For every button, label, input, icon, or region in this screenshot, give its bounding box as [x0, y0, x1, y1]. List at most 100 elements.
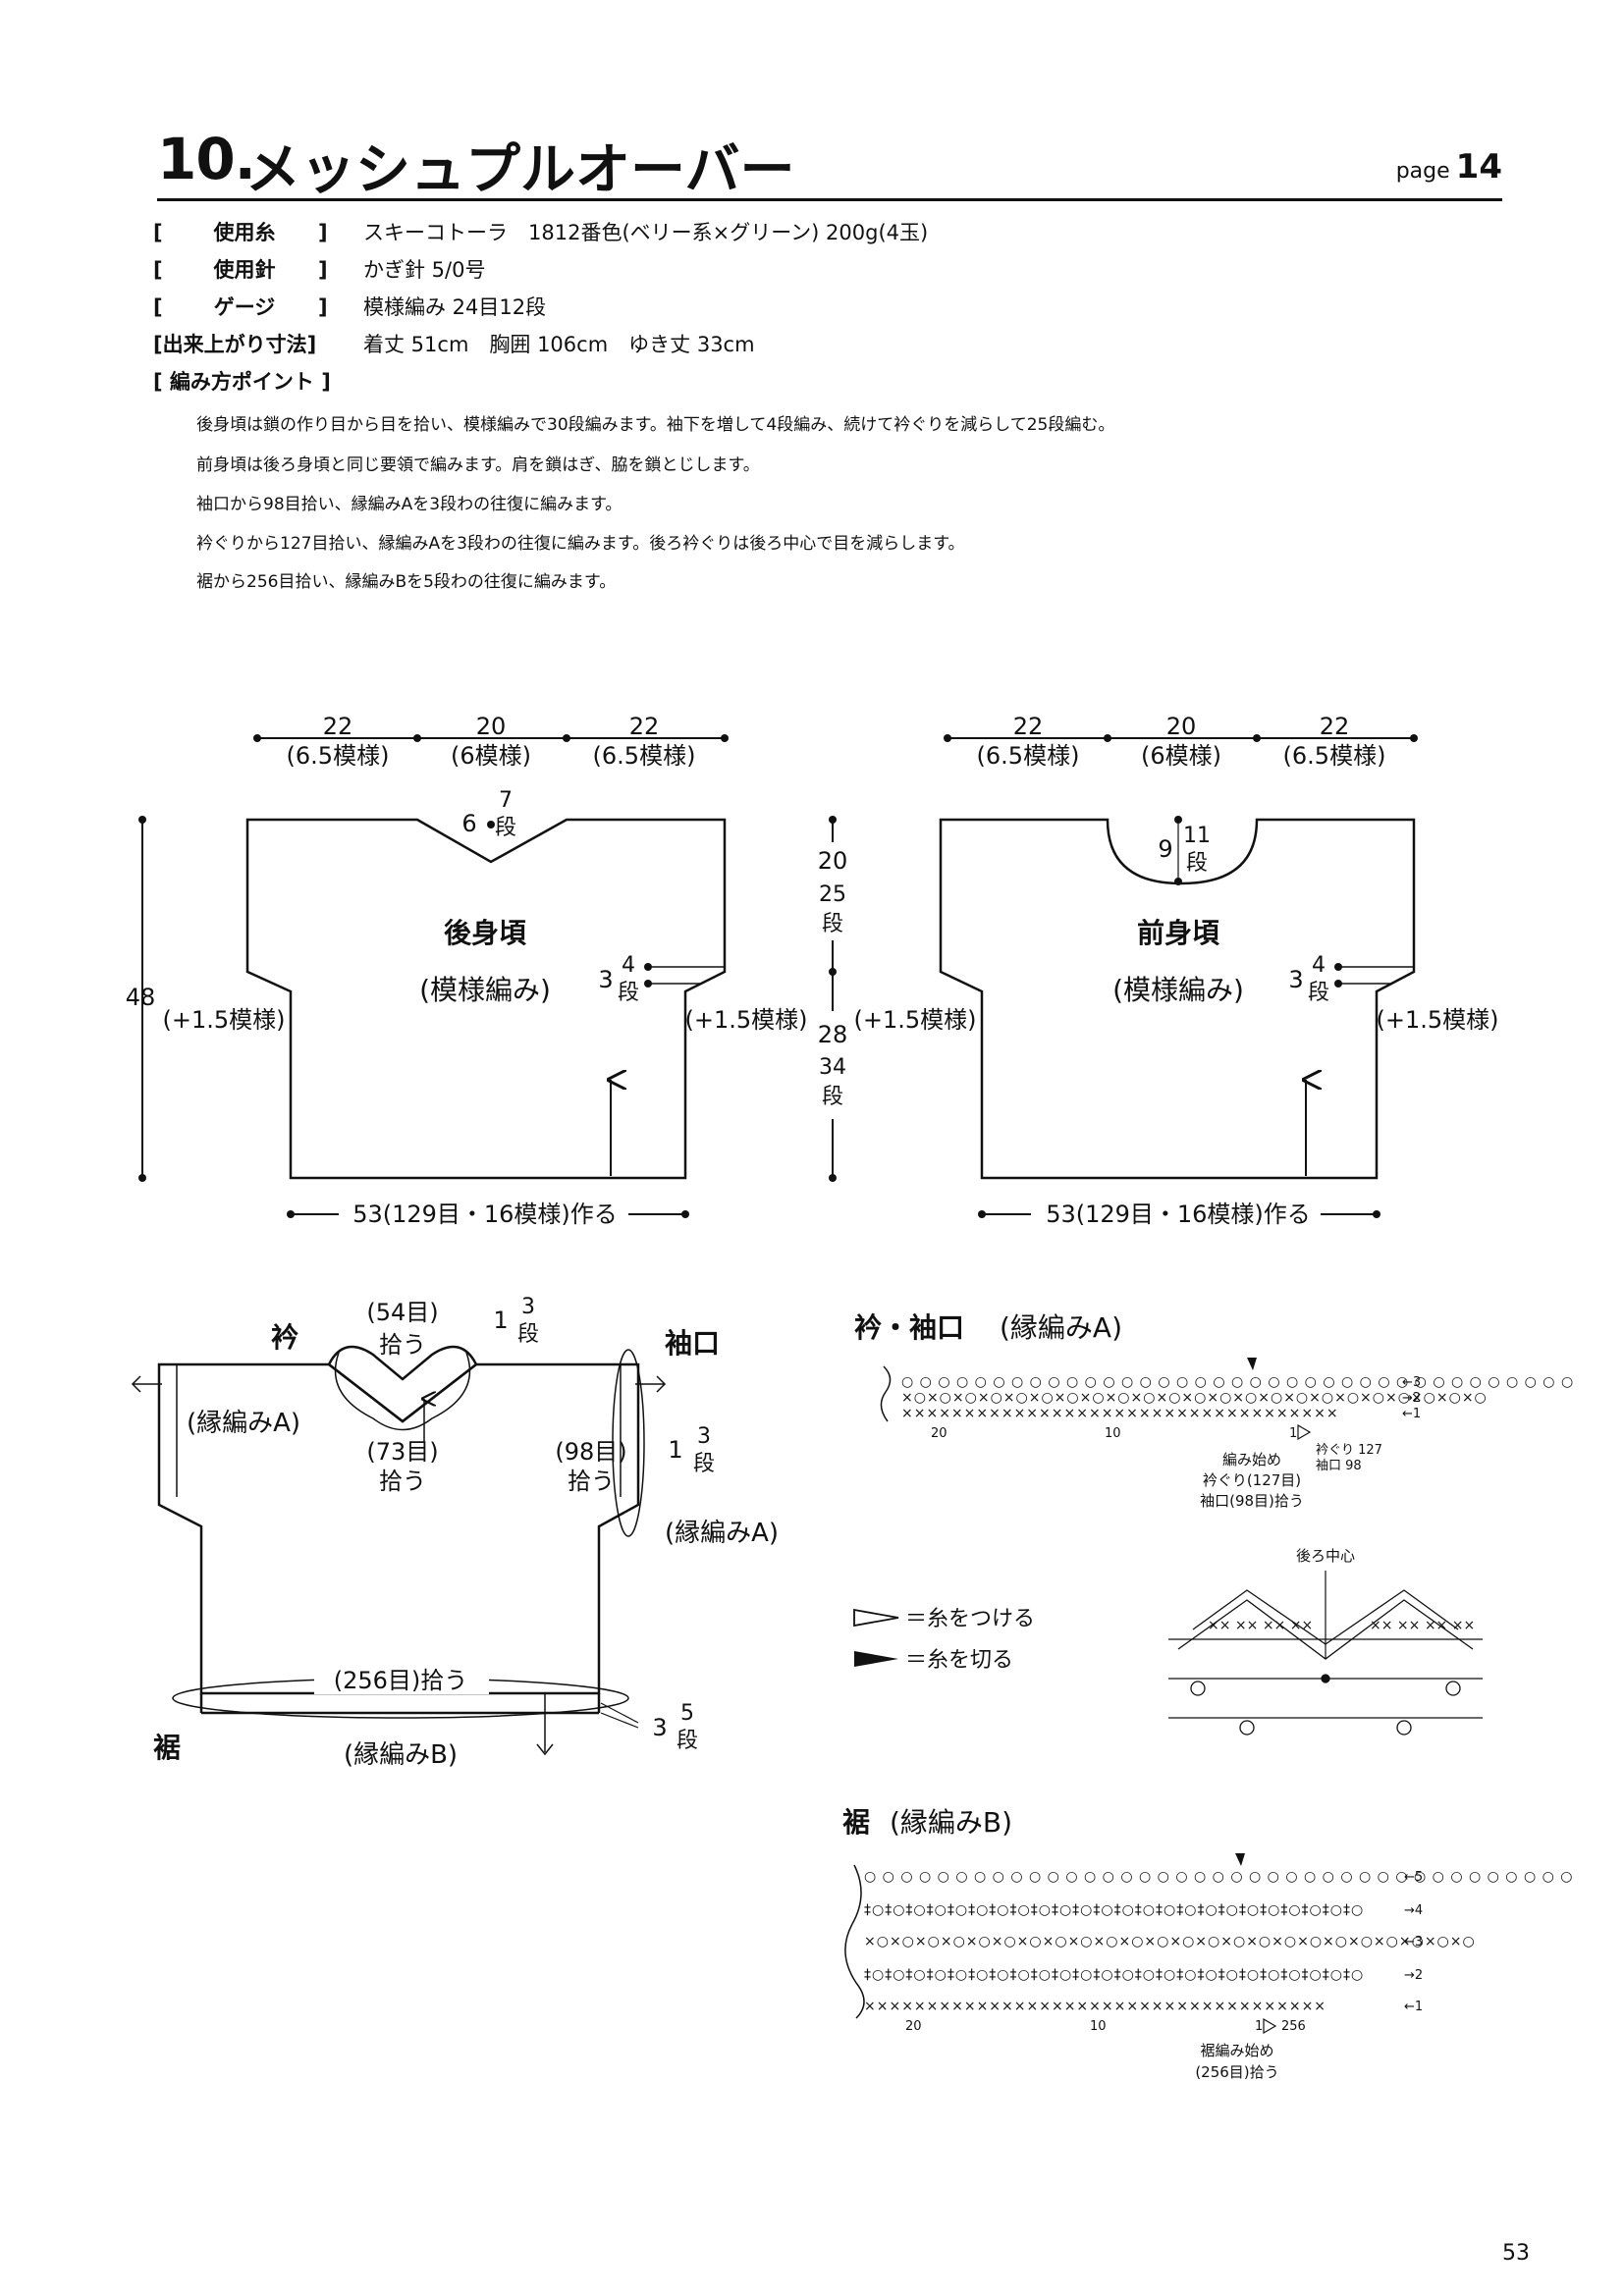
bracket-open: [: [153, 221, 163, 244]
back-neck-cm: 6: [461, 810, 476, 837]
back-top-dim-1-sub: (6.5模様): [287, 742, 390, 770]
chart-b-start-1: 裾編み始め: [1200, 2042, 1273, 2059]
spec-key: ゲージ: [213, 295, 276, 319]
pattern-number: 10.: [157, 126, 256, 192]
chart-a-start-3: 袖口(98目)拾う: [1200, 1492, 1304, 1510]
back-sleeve-dan: 段: [618, 981, 639, 1005]
instruction-line: 袖口から98目拾い、縁編みAを3段わの往復に編みます。: [196, 495, 623, 514]
chart-b-row-label-5: ←5: [1404, 1870, 1423, 1885]
front-sleeve-cm: 3: [1288, 966, 1303, 993]
front-left-add: (+1.5模様): [853, 1006, 976, 1034]
chart-a-center-stitches-left: ×× ×× ×× ××: [1208, 1618, 1313, 1633]
chart-a-title: 衿・袖口: [854, 1311, 964, 1344]
spec-needle: [使用針]かぎ針 5/0号: [153, 255, 485, 285]
chart-a-center-label: 後ろ中心: [1296, 1547, 1355, 1565]
chart-b-row-2-stitches: ‡○‡○‡○‡○‡○‡○‡○‡○‡○‡○‡○‡○‡○‡○‡○‡○‡○‡○‡○‡○…: [864, 1967, 1364, 1983]
spec-value: かぎ針 5/0号: [363, 258, 486, 282]
chart-a-subtitle: (縁編みA): [1000, 1311, 1122, 1344]
page-prefix: page: [1395, 159, 1450, 184]
spec-value: スキーコトーラ 1812番色(ベリー系×グリーン) 200g(4玉): [363, 221, 929, 244]
spec-size: [出来上がり寸法]着丈 51cm 胸囲 106cm ゆき丈 33cm: [153, 330, 755, 359]
back-right-add: (+1.5模様): [684, 1006, 807, 1034]
collar-rows: 3: [521, 1295, 535, 1319]
front-top-dim-1-sub: (6.5模様): [977, 742, 1080, 770]
chart-a-start-1: 編み始め: [1222, 1451, 1281, 1468]
chart-a-center-stitches-right: ×× ×× ×× ××: [1370, 1618, 1475, 1633]
chart-b-row-label-2: →2: [1404, 1968, 1423, 1983]
header-rule: [157, 198, 1502, 201]
instruction-line: 衿ぐりから127目拾い、縁編みAを3段わの往復に編みます。後ろ衿ぐりは後ろ中心で…: [196, 534, 965, 554]
chart-b-tick-20: 20: [905, 2019, 922, 2034]
back-sleeve-rows: 4: [622, 953, 635, 978]
back-top-dim-2: 20: [476, 713, 507, 740]
upper-cm: 20: [818, 847, 848, 875]
instruction-line: 前身頃は後ろ身頃と同じ要領で編みます。肩を鎖はぎ、脇を鎖とじします。: [196, 455, 760, 475]
chart-a-note-cuff: 袖口 98: [1316, 1459, 1362, 1473]
page-ref-number: 14: [1455, 147, 1502, 187]
back-neck-dan: 段: [495, 816, 516, 840]
cuff-edge-label: (縁編みA): [665, 1519, 779, 1548]
front-body-name: 前身頃: [1137, 917, 1219, 949]
hem-label: 裾: [153, 1732, 181, 1764]
chart-a-note-neck: 衿ぐり 127: [1316, 1443, 1382, 1458]
chart-a-tick-20: 20: [931, 1426, 947, 1441]
chart-b-tick-256: 256: [1281, 2019, 1306, 2034]
back-top-dim-2-sub: (6模様): [451, 742, 531, 770]
chart-b-row-1-stitches: ×××××××××××××××××××××××××××××××××××××: [864, 1999, 1326, 2014]
front-neck-dan: 段: [1186, 851, 1208, 876]
chart-b-tick-10: 10: [1090, 2019, 1107, 2034]
spec-key: 使用針: [213, 258, 276, 282]
back-top-dim-3-sub: (6.5模様): [593, 742, 696, 770]
chart-b-row-4-stitches: ‡○‡○‡○‡○‡○‡○‡○‡○‡○‡○‡○‡○‡○‡○‡○‡○‡○‡○‡○‡○…: [864, 1902, 1364, 1918]
collar-back-pick: (54目): [366, 1299, 438, 1326]
upper-rows: 25: [819, 882, 846, 907]
chart-a-row-2-stitches: ×○×○×○×○×○×○×○×○×○×○×○×○×○×○×○×○×○×○×○×○…: [901, 1390, 1488, 1406]
back-left-add: (+1.5模様): [162, 1006, 285, 1034]
chart-b-subtitle: (縁編みB): [890, 1806, 1012, 1839]
chart-edging-b: 裾 (縁編みB) ○ ○ ○ ○ ○ ○ ○ ○ ○ ○ ○ ○ ○ ○ ○ ○…: [842, 1806, 1574, 2081]
front-top-dim-2-sub: (6模様): [1141, 742, 1221, 770]
chart-b-start-2: (256目)拾う: [1195, 2063, 1278, 2081]
front-right-add: (+1.5模様): [1376, 1006, 1498, 1034]
front-sleeve-dan: 段: [1308, 981, 1329, 1005]
spec-gauge: [ゲージ]模様編み 24目12段: [153, 293, 546, 322]
chart-a-row-label-1: ←1: [1402, 1407, 1421, 1421]
cuff-pick-word: 拾う: [568, 1468, 615, 1495]
chart-b-row-5-stitches: ○ ○ ○ ○ ○ ○ ○ ○ ○ ○ ○ ○ ○ ○ ○ ○ ○ ○ ○ ○ …: [864, 1869, 1574, 1885]
back-body-name: 後身頃: [444, 917, 526, 949]
collar-front-pick-word: 拾う: [379, 1468, 426, 1495]
front-neck-cm: 9: [1158, 835, 1172, 863]
front-body-diagram: 22 (6.5模様) 20 (6模様) 22 (6.5模様) 9 11 段 前身…: [853, 713, 1498, 1228]
chart-b-row-label-3: ←3: [1404, 1935, 1423, 1949]
upper-dan: 段: [822, 912, 843, 936]
cuff-rows: 3: [697, 1424, 711, 1449]
front-top-dim-3-sub: (6.5模様): [1283, 742, 1386, 770]
back-top-dim-3: 22: [629, 713, 660, 740]
chart-a-row-1-stitches: ×××××××××××××××××××××××××××××××××××: [901, 1406, 1339, 1421]
front-neck-rows: 11: [1183, 824, 1211, 848]
front-sleeve-rows: 4: [1312, 953, 1326, 978]
front-body-stitch: (模様編み): [1112, 974, 1244, 1006]
bracket-close: ]: [318, 258, 328, 282]
collar-edge-label: (縁編みA): [187, 1409, 300, 1438]
lower-dan: 段: [822, 1085, 843, 1109]
collar-back-pick-word: 拾う: [379, 1331, 426, 1359]
chart-b-row-label-4: →4: [1404, 1903, 1423, 1918]
bracket-close: ]: [318, 221, 328, 244]
bracket-open: [: [153, 295, 163, 319]
chart-a-row-3-stitches: ○ ○ ○ ○ ○ ○ ○ ○ ○ ○ ○ ○ ○ ○ ○ ○ ○ ○ ○ ○ …: [901, 1374, 1574, 1390]
hem-edge-label: (縁編みB): [344, 1740, 458, 1770]
chart-a-tick-10: 10: [1105, 1426, 1121, 1441]
cuff-rows-dan: 段: [693, 1452, 715, 1476]
spec-key: [出来上がり寸法]: [153, 333, 317, 356]
collar-rows-dan: 段: [517, 1322, 539, 1347]
page-number: 53: [1502, 2241, 1530, 2266]
spec-yarn: [使用糸]スキーコトーラ 1812番色(ベリー系×グリーン) 200g(4玉): [153, 218, 928, 247]
cuff-label: 袖口: [665, 1327, 720, 1360]
spec-points-heading: [ 編み方ポイント ]: [153, 367, 448, 397]
chart-b-row-label-1: ←1: [1404, 2000, 1423, 2014]
middle-height-dims: 20 25 段 28 34 段: [813, 816, 852, 1182]
chart-a-start-2: 衿ぐり(127目): [1203, 1471, 1301, 1489]
